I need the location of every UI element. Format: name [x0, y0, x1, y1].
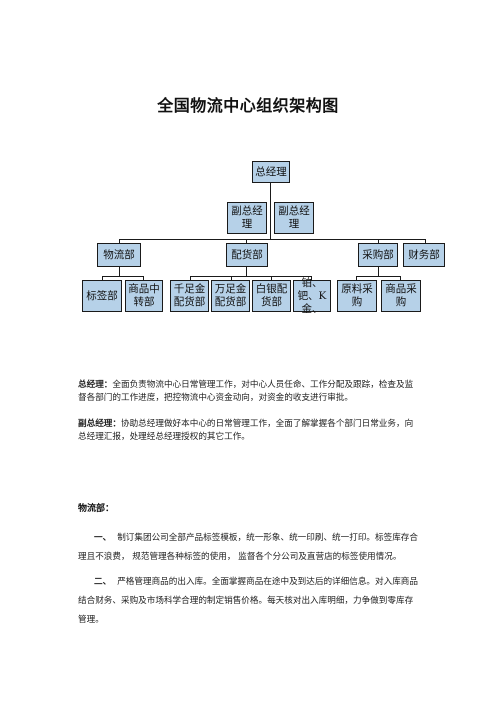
connector-finance — [425, 239, 426, 243]
gm-label: 总经理： — [78, 380, 113, 390]
connector-label-dept — [102, 276, 103, 280]
box-label-dept: 标签部 — [82, 280, 122, 312]
connector-logistics-down — [119, 267, 120, 277]
logistics-heading: 物流部： — [78, 504, 115, 514]
connector-distribution — [246, 239, 247, 243]
connector-platinum — [311, 276, 312, 280]
item-number: 二、 — [94, 577, 112, 587]
connector-distribution-down — [246, 267, 247, 277]
box-purchase-dept: 采购部 — [358, 243, 398, 267]
box-goods-purchase: 商品采购 — [381, 280, 421, 312]
logistics-item-1: 一、制订集团公司全部产品标签模板，统一形象、统一印刷、统一打印。标签库存合理且不… — [78, 529, 418, 567]
box-finance-dept: 财务部 — [403, 243, 445, 267]
connector-purchase-bus — [356, 276, 401, 277]
box-deputy-gm-2: 副总经理 — [274, 202, 314, 234]
box-transfer-dept: 商品中转部 — [125, 280, 163, 312]
connector-logistics-bus — [102, 276, 144, 277]
logistics-item-2: 二、严格管理商品的出入库。全面掌握商品在途中及到达后的详细信息。对入库商品结合财… — [78, 573, 418, 630]
deputy-description: 副总经理：协助总经理做好本中心的日常管理工作，全面了解掌握各个部门日常业务，向总… — [78, 418, 418, 444]
item-text: 制订集团公司全部产品标签模板，统一形象、统一印刷、统一打印。标签库存合理且不浪费… — [78, 533, 418, 562]
connector-distribution-bus — [190, 276, 312, 277]
box-raw-material: 原料采购 — [337, 280, 377, 312]
box-platinum: 铂、钯、K金、 — [293, 277, 331, 315]
box-silver: 白银配货部 — [252, 280, 291, 312]
gm-description: 总经理：全面负责物流中心日常管理工作，对中心人员任命、工作分配及跟踪，检查及监督… — [78, 379, 418, 405]
item-number: 一、 — [94, 533, 112, 543]
box-wanzu-gold: 万足金配货部 — [211, 280, 250, 312]
deputy-text: 协助总经理做好本中心的日常管理工作，全面了解掌握各个部门日常业务，向总经理汇报，… — [78, 419, 414, 442]
box-deputy-gm-1: 副总经理 — [227, 202, 267, 234]
connector-purchase — [378, 239, 379, 243]
connector-wanzu — [231, 276, 232, 280]
connector-silver — [271, 276, 272, 280]
box-qianzu-gold: 千足金配货部 — [170, 280, 209, 312]
connector-logistics — [119, 239, 120, 243]
deputy-label: 副总经理： — [78, 419, 121, 429]
connector-goods — [400, 276, 401, 280]
page-title: 全国物流中心组织架构图 — [157, 96, 339, 115]
connector-qianzu — [190, 276, 191, 280]
item-text: 严格管理商品的出入库。全面掌握商品在途中及到达后的详细信息。对入库商品结合财务、… — [78, 577, 418, 625]
connector-transfer-dept — [143, 276, 144, 280]
connector-gm-down — [270, 183, 271, 240]
org-chart: 总经理 副总经理 副总经理 物流部 配货部 采购部 财务部 标签部 商品中转部 … — [0, 0, 496, 330]
connector-purchase-down — [378, 267, 379, 277]
connector-raw — [356, 276, 357, 280]
box-logistics-dept: 物流部 — [97, 243, 141, 267]
box-general-manager: 总经理 — [252, 161, 290, 183]
gm-text: 全面负责物流中心日常管理工作，对中心人员任命、工作分配及跟踪，检查及监督各部门的… — [78, 380, 414, 403]
box-distribution-dept: 配货部 — [226, 243, 268, 267]
connector-dept-bus — [119, 239, 426, 240]
